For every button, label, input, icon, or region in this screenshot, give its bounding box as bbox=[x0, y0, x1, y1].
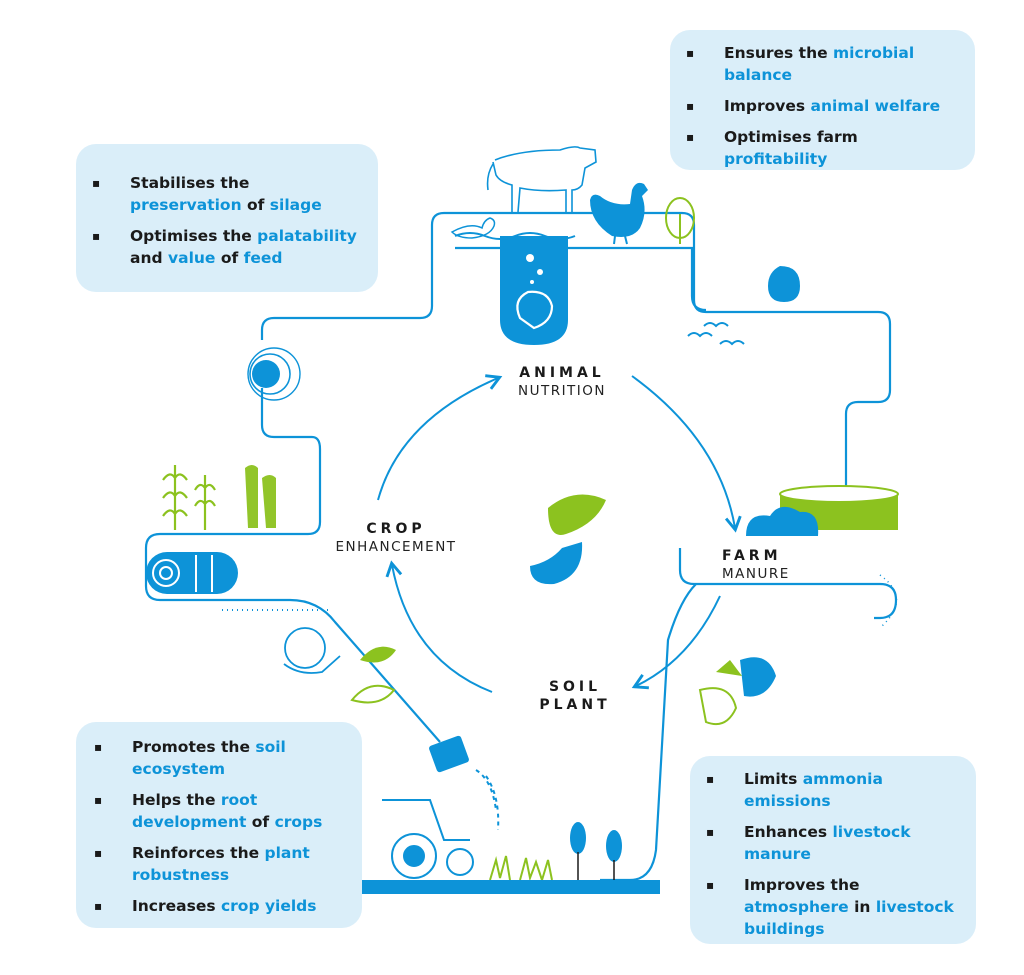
animal-benefits-box: Ensures the microbial balanceImproves an… bbox=[670, 30, 975, 170]
benefit-text: and bbox=[130, 249, 168, 267]
cow-icon bbox=[486, 146, 597, 213]
benefit-text: Optimises farm bbox=[724, 128, 858, 146]
ground bbox=[350, 880, 660, 894]
benefit-highlight: atmosphere bbox=[744, 898, 849, 916]
wheat-icon bbox=[162, 465, 216, 530]
manure-tank-icon bbox=[746, 485, 899, 536]
benefit-highlight: soil ecosystem bbox=[132, 738, 286, 778]
nutrition-label: NUTRITION bbox=[517, 383, 607, 399]
benefit-text: Helps the bbox=[132, 791, 221, 809]
drop-icon bbox=[768, 266, 800, 302]
benefit-text: of bbox=[241, 196, 270, 214]
grass-icon bbox=[489, 855, 553, 884]
benefit-text: Promotes the bbox=[132, 738, 256, 756]
plant-label: PLANT bbox=[539, 697, 611, 713]
soil-label: SOIL bbox=[548, 679, 602, 695]
benefit-item: Enhances livestock manure bbox=[706, 821, 960, 865]
benefit-text: in bbox=[848, 898, 876, 916]
benefit-item: Optimises the palatability and value of … bbox=[92, 225, 362, 269]
benefit-text: Stabilises the bbox=[130, 174, 250, 192]
manure-label: MANURE bbox=[722, 566, 790, 582]
tractor-icon bbox=[382, 799, 474, 879]
benefit-item: Helps the root development of crops bbox=[94, 789, 344, 833]
watering-can-icon bbox=[429, 735, 500, 831]
tree-icon bbox=[665, 197, 695, 244]
crop-enhancement-label: CROP ENHANCEMENT bbox=[326, 520, 466, 556]
benefit-text: Improves the bbox=[744, 876, 860, 894]
benefit-highlight: crop yields bbox=[220, 897, 317, 915]
benefit-item: Increases crop yields bbox=[94, 895, 344, 917]
shrimp-icon bbox=[516, 290, 554, 330]
benefit-item: Ensures the microbial balance bbox=[686, 42, 959, 86]
benefit-text: Ensures the bbox=[724, 44, 834, 62]
benefit-highlight: livestock buildings bbox=[744, 898, 954, 938]
benefit-text: Enhances bbox=[744, 823, 833, 841]
benefit-item: Reinforces the plant robustness bbox=[94, 842, 344, 886]
animal-label: ANIMAL bbox=[519, 365, 605, 381]
farm-label: FARM bbox=[722, 548, 782, 564]
birds-icon bbox=[687, 322, 745, 346]
benefit-highlight: value bbox=[168, 249, 216, 267]
benefit-highlight: livestock manure bbox=[744, 823, 911, 863]
benefit-highlight: silage bbox=[269, 196, 322, 214]
benefit-item: Limits ammonia emissions bbox=[706, 768, 960, 812]
benefit-highlight: ammonia emissions bbox=[744, 770, 883, 810]
manure-benefits-box: Limits ammonia emissionsEnhances livesto… bbox=[690, 756, 976, 944]
benefit-item: Optimises farm profitability bbox=[686, 126, 959, 170]
enhancement-label: ENHANCEMENT bbox=[335, 539, 457, 555]
benefit-highlight: microbial balance bbox=[724, 44, 915, 84]
soil-benefits-box: Promotes the soil ecosystemHelps the roo… bbox=[76, 722, 362, 928]
benefit-highlight: feed bbox=[243, 249, 283, 267]
benefit-highlight: palatability bbox=[257, 227, 357, 245]
farm-manure-label: FARM MANURE bbox=[682, 547, 852, 583]
animal-benefits-list: Ensures the microbial balanceImproves an… bbox=[686, 42, 959, 170]
benefit-highlight: root development bbox=[132, 791, 258, 831]
benefit-highlight: plant robustness bbox=[132, 844, 310, 884]
strawberries-icon bbox=[698, 657, 776, 726]
water-pool-icon bbox=[454, 232, 576, 345]
crop-benefits-box: Stabilises the preservation of silageOpt… bbox=[76, 144, 378, 292]
wheat-icon bbox=[245, 465, 276, 528]
crop-label: CROP bbox=[366, 521, 426, 537]
benefit-item: Stabilises the preservation of silage bbox=[92, 172, 362, 216]
benefit-text: Improves bbox=[724, 97, 811, 115]
benefit-text: Increases bbox=[132, 897, 221, 915]
manure-benefits-list: Limits ammonia emissionsEnhances livesto… bbox=[706, 768, 960, 940]
soil-benefits-list: Promotes the soil ecosystemHelps the roo… bbox=[94, 736, 344, 917]
logo-icon bbox=[530, 494, 606, 585]
cycle-arrows bbox=[377, 374, 742, 693]
duck-icon bbox=[450, 217, 496, 239]
hen-icon bbox=[590, 182, 648, 245]
leaves-icon bbox=[350, 646, 396, 704]
benefit-highlight: animal welfare bbox=[810, 97, 941, 115]
benefit-text: of bbox=[215, 249, 244, 267]
hay-bale-icon bbox=[146, 552, 238, 594]
benefit-highlight: profitability bbox=[724, 150, 828, 168]
benefit-text: Reinforces the bbox=[132, 844, 265, 862]
apple-icon bbox=[283, 627, 341, 674]
benefit-highlight: crops bbox=[274, 813, 323, 831]
benefit-item: Promotes the soil ecosystem bbox=[94, 736, 344, 780]
crop-benefits-list: Stabilises the preservation of silageOpt… bbox=[92, 172, 362, 269]
benefit-highlight: preservation bbox=[130, 196, 242, 214]
animal-nutrition-label: ANIMAL NUTRITION bbox=[500, 364, 624, 400]
benefit-item: Improves the atmosphere in livestock bui… bbox=[706, 874, 960, 940]
outer-path bbox=[144, 211, 898, 882]
soil-plant-label: SOIL PLANT bbox=[530, 678, 620, 714]
benefit-text: of bbox=[246, 813, 275, 831]
silage-target-icon bbox=[247, 347, 301, 401]
benefit-text: Limits bbox=[744, 770, 803, 788]
benefit-item: Improves animal welfare bbox=[686, 95, 959, 117]
corn-icon bbox=[570, 822, 622, 890]
benefit-text: Optimises the bbox=[130, 227, 258, 245]
